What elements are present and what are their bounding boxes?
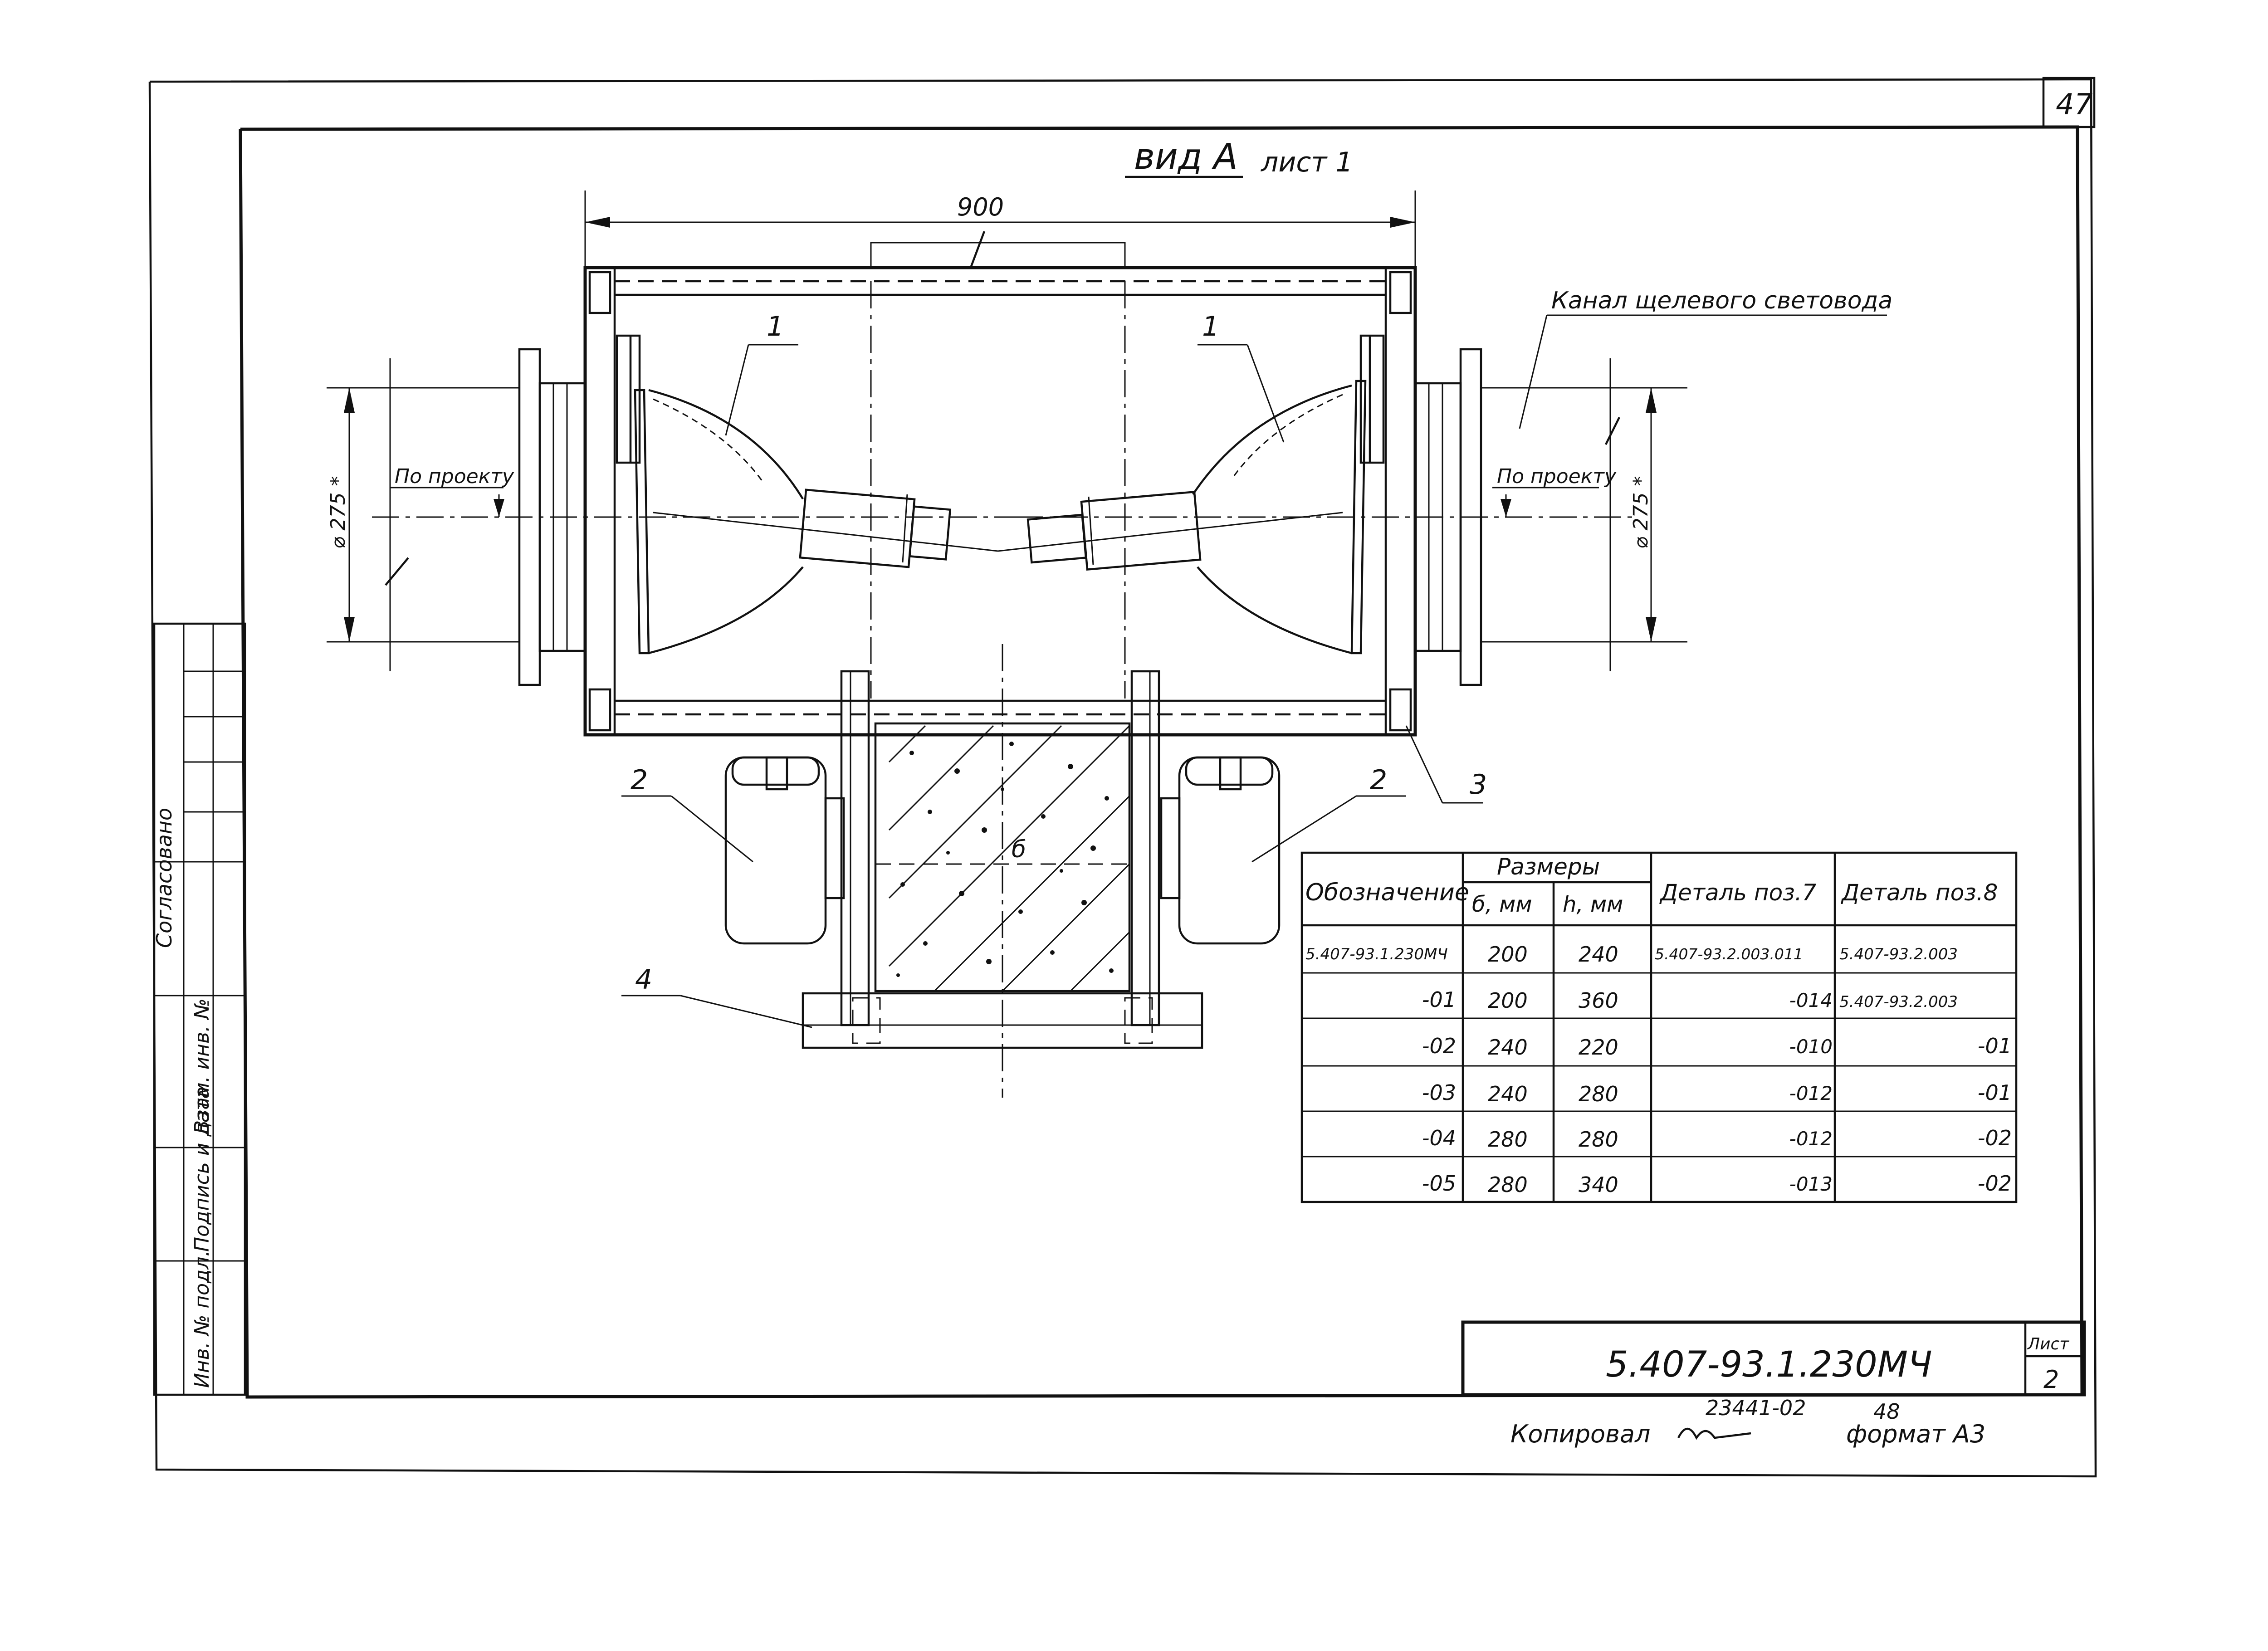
by-project-right: По проекту: [1497, 465, 1617, 488]
th-h: h, мм: [1563, 892, 1623, 917]
row-0-det8: 5.407-93.2.003: [1839, 945, 1958, 963]
base-plate: [802, 992, 1203, 1049]
title-block: [1461, 1320, 2086, 1397]
dia-right-label: ⌀ 275 *: [1629, 476, 1652, 549]
row-5-b: 280: [1488, 1172, 1528, 1197]
row-0-designation: 5.407-93.1.230МЧ: [1305, 945, 1448, 963]
row-3-h: 280: [1579, 1082, 1618, 1106]
row-4-b: 280: [1488, 1127, 1528, 1152]
callout-3: 3: [1470, 769, 1487, 801]
row-1-designation: -01: [1422, 987, 1456, 1012]
copied-by: Копировал: [1510, 1420, 1651, 1448]
th-designation: Обозначение: [1305, 879, 1469, 906]
lamp-right: [997, 334, 1385, 655]
filter-block: [840, 644, 1160, 1098]
row-4-det8: -02: [1978, 1126, 2012, 1150]
row-5-det7: -013: [1789, 1173, 1833, 1195]
stamp-field-inv: Инв. № подл.: [191, 1250, 214, 1388]
row-2-h: 220: [1579, 1035, 1618, 1060]
callout-4: 4: [635, 964, 652, 996]
row-3-b: 240: [1488, 1082, 1528, 1106]
view-sheet-ref: лист 1: [1261, 147, 1353, 178]
by-project-left: По проекту: [395, 465, 514, 488]
order-number: 23441-02: [1706, 1396, 1806, 1420]
sheet-number: 2: [2043, 1365, 2059, 1394]
sizes-table-grid: [1300, 851, 2018, 1203]
row-2-det8: -01: [1978, 1034, 2012, 1058]
callout-1-left: 1: [767, 311, 784, 342]
footer-page-number: 48: [1873, 1399, 1900, 1424]
callout-2-left: 2: [631, 764, 648, 796]
row-0-h: 240: [1579, 942, 1618, 967]
row-1-det8: 5.407-93.2.003: [1839, 993, 1958, 1011]
stamp-field-replace: Взам. инв. №: [191, 998, 214, 1134]
motor-left: [724, 756, 845, 945]
row-1-det7: -014: [1789, 989, 1833, 1011]
row-0-b: 200: [1488, 942, 1528, 967]
row-2-det7: -010: [1789, 1036, 1833, 1058]
motor-right: [1160, 756, 1281, 945]
row-2-designation: -02: [1422, 1034, 1456, 1058]
sizes-table: Обозначение Размеры б, мм h, мм Деталь п…: [1305, 854, 2012, 1197]
stamp-field-sign: Подпись и дата: [191, 1087, 214, 1252]
row-5-h: 340: [1579, 1172, 1618, 1197]
row-3-det7: -012: [1789, 1082, 1833, 1104]
row-3-det8: -01: [1978, 1080, 2012, 1105]
housing: [583, 266, 1417, 737]
channel-label: Канал щелевого световода: [1551, 287, 1892, 314]
copied-by-signature: [1677, 1427, 1751, 1440]
th-det7: Деталь поз.7: [1659, 879, 1817, 906]
dimension-900: [584, 190, 1416, 272]
lamp-left: [616, 334, 998, 655]
row-2-b: 240: [1488, 1035, 1528, 1060]
th-sizes: Размеры: [1497, 854, 1600, 880]
stamp-header: Согласовано: [152, 808, 176, 948]
row-3-designation: -03: [1422, 1080, 1456, 1105]
row-5-det8: -02: [1978, 1171, 2012, 1196]
row-5-designation: -05: [1422, 1171, 1456, 1196]
row-1-b: 200: [1488, 988, 1528, 1013]
row-4-det7: -012: [1789, 1128, 1833, 1150]
row-4-designation: -04: [1422, 1126, 1456, 1150]
row-1-h: 360: [1579, 988, 1618, 1013]
section-mark: б: [1012, 836, 1026, 863]
right-duct: [1016, 348, 1687, 686]
callout-2-right: 2: [1370, 764, 1387, 796]
dia-left-label: ⌀ 275 *: [327, 476, 350, 549]
left-dia-dimension: [344, 388, 504, 642]
right-dia-dimension: [1501, 388, 1657, 642]
row-0-det7: 5.407-93.2.003.011: [1655, 945, 1803, 963]
th-det8: Деталь поз.8: [1841, 879, 1998, 906]
sheet-label: Лист: [2027, 1335, 2069, 1353]
callout-1-right: 1: [1202, 311, 1219, 342]
row-4-h: 280: [1579, 1127, 1618, 1152]
left-stamp-strip: [153, 622, 246, 1396]
th-b: б, мм: [1472, 892, 1532, 917]
dim-900-label: 900: [957, 193, 1004, 221]
view-title: вид А: [1134, 137, 1238, 177]
document-code: 5.407-93.1.230МЧ: [1606, 1344, 1932, 1385]
format-label: формат А3: [1846, 1420, 1985, 1448]
page-number: 47: [2056, 88, 2093, 122]
